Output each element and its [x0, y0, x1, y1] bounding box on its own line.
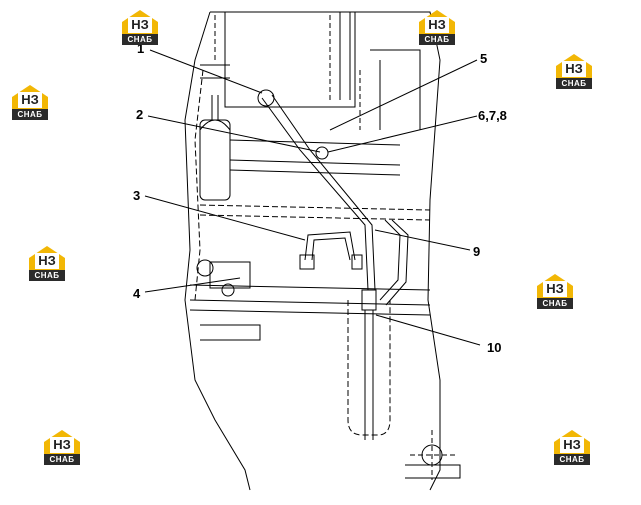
- bracket-4-b: [221, 283, 235, 297]
- pulley-lines: [410, 430, 455, 480]
- leader-678: [327, 115, 478, 153]
- fitting-9: [351, 254, 363, 270]
- callout-3: 3: [133, 188, 141, 203]
- bottom-frame: [405, 464, 461, 479]
- engine-block: [224, 11, 356, 108]
- callout-10: 10: [487, 340, 502, 355]
- housing-inner-left: [194, 69, 204, 301]
- left-pin: [211, 95, 219, 120]
- frame-mid: [199, 204, 431, 221]
- callout-1: 1: [137, 41, 145, 56]
- left-cylinder-top: [199, 119, 231, 131]
- tube-10-shaft: [364, 310, 374, 440]
- callout-9: 9: [473, 244, 481, 259]
- tube-9: [379, 219, 409, 306]
- frame-lower: [189, 284, 431, 341]
- tube-10: [361, 289, 377, 311]
- leader-2: [147, 115, 321, 153]
- fitting-3: [299, 254, 315, 270]
- clamp: [315, 146, 329, 160]
- frame-top: [229, 139, 401, 176]
- leader-4: [144, 277, 241, 293]
- leader-10: [375, 314, 481, 346]
- leader-1: [149, 49, 263, 94]
- engine-lines: [200, 12, 421, 130]
- bracket-4-a: [196, 259, 214, 277]
- callout-4: 4: [133, 286, 141, 301]
- tube-10-guard: [347, 300, 391, 436]
- leader-3: [144, 195, 306, 241]
- bracket-4-body: [209, 261, 251, 289]
- callout-2: 2: [136, 107, 144, 122]
- leader-5: [329, 59, 478, 131]
- callout-5: 5: [480, 51, 488, 66]
- pipe-1-cap: [257, 89, 275, 107]
- hose-3: [304, 231, 356, 261]
- callout-678: 6,7,8: [478, 108, 507, 123]
- engine-dashed: [214, 15, 361, 130]
- leader-9: [374, 229, 471, 251]
- pipe-1: [261, 94, 376, 291]
